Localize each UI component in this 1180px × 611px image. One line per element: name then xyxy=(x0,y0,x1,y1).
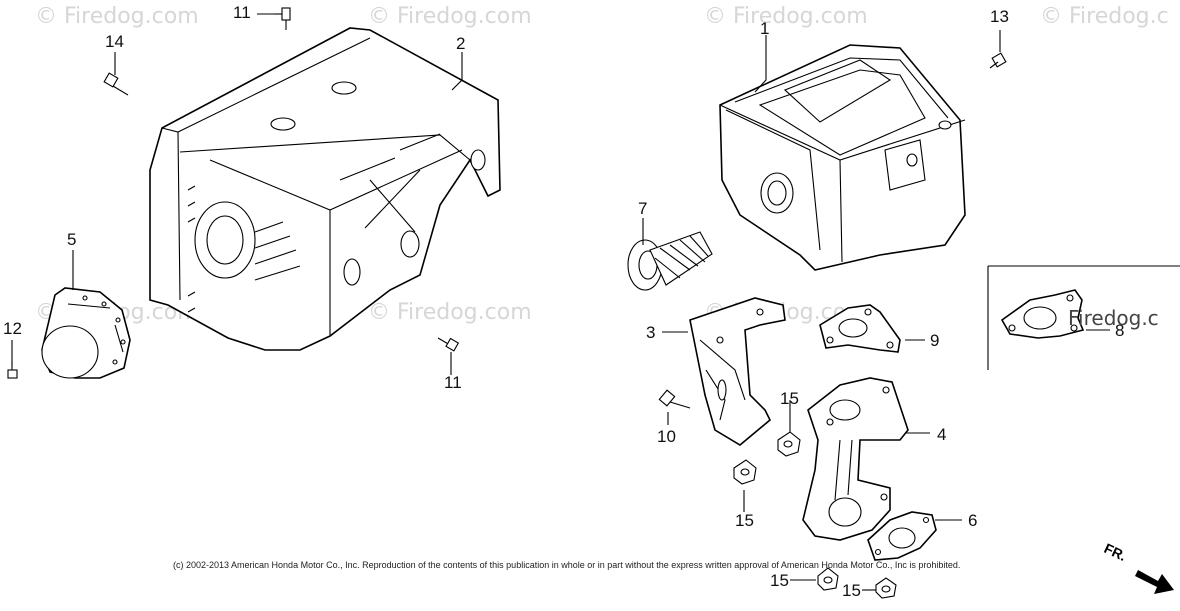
nut-15-b-part xyxy=(733,459,757,485)
gasket-part xyxy=(819,304,901,353)
watermark: © Firedog.com xyxy=(368,4,532,29)
bracket-part xyxy=(689,297,786,446)
callout-15-c: 15 xyxy=(770,571,789,590)
callout-7: 7 xyxy=(638,199,648,218)
callout-2: 2 xyxy=(456,34,466,53)
callout-11-bottom: 11 xyxy=(444,373,462,392)
callout-10: 10 xyxy=(657,427,676,446)
inset-watermark: Firedog.c xyxy=(1068,306,1159,330)
muffler-protector-part xyxy=(149,27,501,351)
exhaust-pipe-part xyxy=(802,377,909,541)
callout-13: 13 xyxy=(990,7,1009,26)
screw-13-part xyxy=(989,52,1007,69)
leader-lines xyxy=(11,13,1110,591)
watermark: © Firedog.com xyxy=(35,4,199,29)
copyright-notice: (c) 2002-2013 American Honda Motor Co., … xyxy=(173,560,961,570)
screw-11-top-part xyxy=(274,7,291,30)
callout-11-top: 11 xyxy=(233,3,251,22)
nut-15-d-part xyxy=(875,577,897,599)
front-arrow-icon xyxy=(1135,570,1174,594)
exhaust-gasket-part xyxy=(867,511,937,561)
callout-15-b: 15 xyxy=(735,511,754,530)
end-cap-part xyxy=(41,287,131,379)
bolt-10-part xyxy=(658,389,691,409)
screw-11-bottom-part xyxy=(437,337,460,352)
callout-4: 4 xyxy=(937,425,947,444)
callout-6: 6 xyxy=(968,511,978,530)
screw-14-part xyxy=(103,72,129,96)
watermark: © Firedog.c xyxy=(1040,4,1169,29)
nut-15-c-part xyxy=(817,567,839,591)
nut-15-a-part xyxy=(777,431,801,457)
callout-9: 9 xyxy=(930,331,940,350)
inset-panel xyxy=(987,265,1180,370)
callout-15-d: 15 xyxy=(842,581,861,600)
muffler-part xyxy=(719,44,966,271)
callout-12: 12 xyxy=(3,319,22,338)
callout-15-a: 15 xyxy=(780,389,799,408)
callout-1: 1 xyxy=(760,19,770,38)
watermark: © Firedog.com xyxy=(704,4,868,29)
spark-arrester-part xyxy=(627,231,713,291)
callout-3: 3 xyxy=(646,323,656,342)
callout-8: 8 xyxy=(1115,321,1125,340)
callout-5: 5 xyxy=(67,230,77,249)
watermark: © Firedog.com xyxy=(368,300,532,325)
callout-14: 14 xyxy=(105,32,124,51)
